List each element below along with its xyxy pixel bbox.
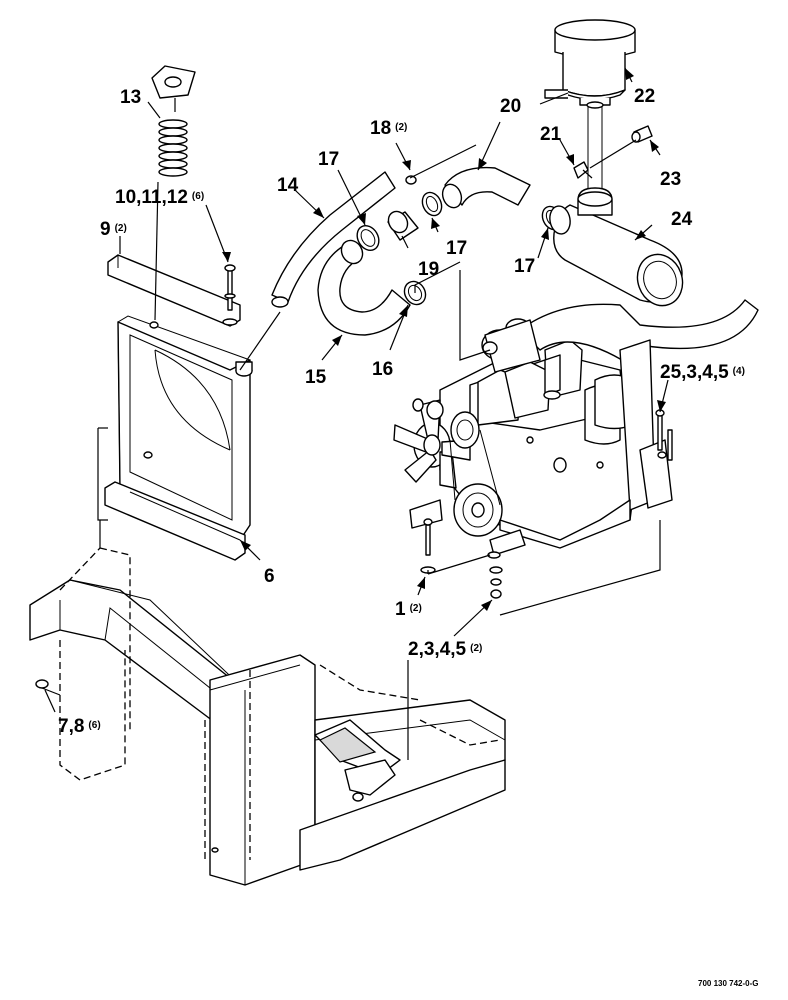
callout-2-3-4-5: 2,3,4,5(2) bbox=[408, 639, 482, 660]
callout-13: 13 bbox=[120, 87, 141, 108]
callout-9: 9(2) bbox=[100, 219, 127, 240]
callout-22: 22 bbox=[634, 86, 655, 107]
callout-23: 23 bbox=[660, 169, 681, 190]
radiator-bolt bbox=[222, 264, 238, 326]
callout-14: 14 bbox=[277, 175, 299, 196]
callout-21: 21 bbox=[540, 124, 562, 145]
callouts: 13 10,11,12(6) 9(2) 14 17 18(2) 20 21 22… bbox=[58, 86, 759, 988]
callout-17-c: 17 bbox=[514, 256, 535, 277]
shroud-spring bbox=[151, 65, 196, 177]
chassis-frame bbox=[29, 547, 506, 886]
callout-16: 16 bbox=[372, 359, 393, 380]
air-hose-20 bbox=[441, 166, 531, 209]
callout-17-a: 17 bbox=[318, 149, 339, 170]
callout-24: 24 bbox=[671, 209, 693, 230]
callout-6: 6 bbox=[264, 566, 275, 587]
callout-25-3-4-5: 25,3,4,5(4) bbox=[660, 362, 745, 383]
drawing-code: 700 130 742-0-G bbox=[698, 979, 759, 988]
callout-7-8: 7,8(6) bbox=[58, 716, 101, 737]
callout-20: 20 bbox=[500, 96, 521, 117]
leader-lines bbox=[44, 67, 669, 760]
callout-10-11-12: 10,11,12(6) bbox=[115, 187, 204, 208]
callout-19: 19 bbox=[418, 259, 439, 280]
lower-hose-15 bbox=[317, 239, 411, 336]
callout-18: 18(2) bbox=[370, 118, 407, 139]
air-cleaner bbox=[544, 19, 684, 307]
engine bbox=[393, 299, 759, 556]
callout-17-b: 17 bbox=[446, 238, 467, 259]
tube-19 bbox=[387, 210, 419, 241]
callout-1: 1(2) bbox=[395, 599, 422, 620]
callout-15: 15 bbox=[305, 367, 327, 388]
upper-hose-14 bbox=[239, 171, 396, 371]
radiator bbox=[104, 254, 253, 561]
